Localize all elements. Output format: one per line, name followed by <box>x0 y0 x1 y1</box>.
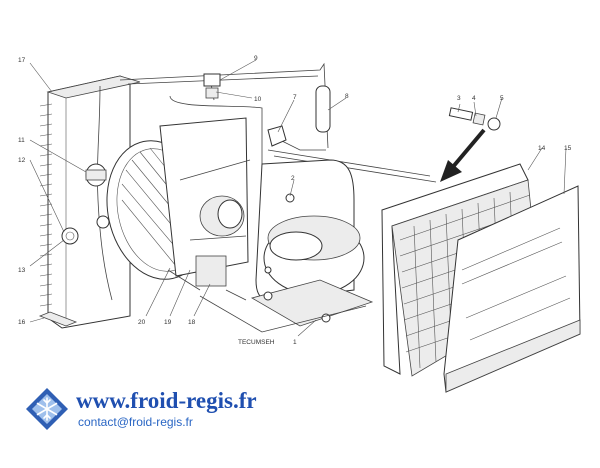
callout-4: 4 <box>472 95 476 102</box>
snowflake-logo-icon <box>24 386 70 432</box>
condenser <box>38 75 141 329</box>
front-panel <box>443 185 581 393</box>
callout-17: 17 <box>18 57 26 64</box>
callout-3: 3 <box>457 95 461 102</box>
callout-15: 15 <box>564 145 572 152</box>
callout-16: 16 <box>18 319 26 326</box>
callout-12: 12 <box>18 157 26 164</box>
service-fittings <box>448 107 501 131</box>
callout-labels: 17 11 12 13 16 20 19 18 9 10 7 8 2 1 3 4… <box>18 55 572 346</box>
callout-13: 13 <box>18 267 26 274</box>
contact-email[interactable]: contact@froid-regis.fr <box>78 415 193 429</box>
callout-14: 14 <box>538 145 546 152</box>
callout-8: 8 <box>345 93 349 100</box>
shutoff-valve <box>203 73 221 99</box>
base-frame <box>199 289 367 333</box>
accumulator <box>315 85 331 133</box>
website-url[interactable]: www.froid-regis.fr <box>76 388 257 413</box>
filter-drier <box>85 163 107 187</box>
callout-20: 20 <box>138 319 146 326</box>
compressor-brand: TECUMSEH <box>238 339 275 346</box>
callout-9: 9 <box>254 55 258 62</box>
leader-lines <box>29 59 567 337</box>
compressor: TECUMSEH <box>238 159 374 346</box>
callout-1: 1 <box>293 339 297 346</box>
callout-11: 11 <box>18 137 25 144</box>
pressure-switch <box>267 125 287 147</box>
callout-7: 7 <box>293 94 297 101</box>
callout-5: 5 <box>500 95 504 102</box>
callout-10: 10 <box>254 96 262 103</box>
callout-18: 18 <box>188 319 196 326</box>
assembly-arrow <box>440 128 486 182</box>
fan-assembly <box>106 117 251 291</box>
callout-2: 2 <box>291 175 295 182</box>
callout-19: 19 <box>164 319 172 326</box>
